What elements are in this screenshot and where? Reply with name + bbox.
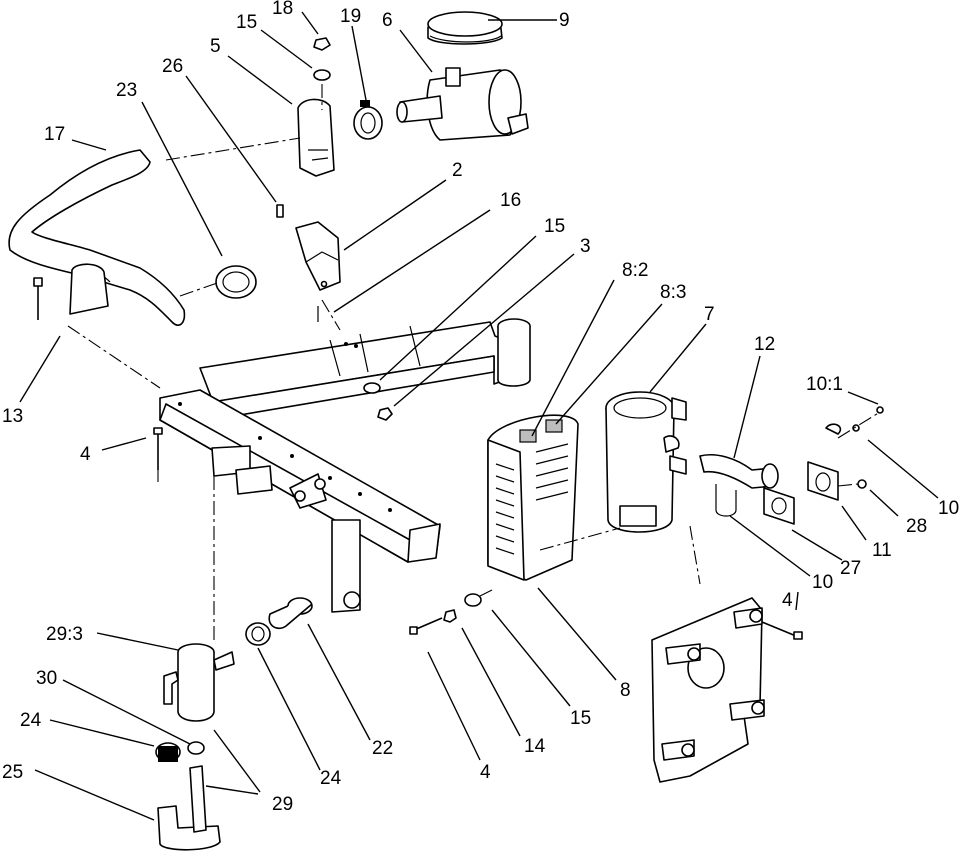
- frame-crossbar: [199, 318, 531, 419]
- callout-8-3: 8:3: [660, 282, 686, 303]
- hose-22: [268, 597, 313, 630]
- callout-labels: 18 15 19 6 9 5 26 23 17 2 16 15 3 8:2 8:…: [2, 0, 959, 815]
- callout-19: 19: [340, 6, 361, 27]
- muffler: [605, 391, 687, 533]
- callout-11: 11: [872, 540, 892, 561]
- callout-8: 8: [620, 680, 631, 701]
- callout-15: 15: [236, 12, 257, 33]
- washer-nut-top: [313, 37, 331, 81]
- washer-nut-15-3: [363, 382, 393, 421]
- frame-holes: [178, 342, 392, 512]
- callout-26: 26: [162, 56, 183, 77]
- callout-4-a: 4: [80, 444, 91, 465]
- callout-29-3: 29:3: [46, 624, 83, 645]
- bolt-washer-set: [409, 593, 482, 635]
- hose-clamp-23: [215, 265, 257, 299]
- callout-3: 3: [580, 236, 591, 257]
- callout-9: 9: [559, 10, 570, 31]
- callout-25: 25: [2, 762, 23, 783]
- exhaust-pipe: [699, 454, 779, 517]
- callout-23: 23: [116, 80, 137, 101]
- callout-13: 13: [2, 406, 23, 427]
- clamp-30: [187, 741, 205, 755]
- callout-5: 5: [210, 36, 221, 57]
- callout-10-1: 10:1: [806, 374, 843, 395]
- clamp-24-top: [245, 622, 271, 646]
- air-cleaner-body: [396, 67, 529, 141]
- callout-10-a: 10: [938, 498, 959, 519]
- callout-14: 14: [524, 736, 546, 757]
- intake-hose: [8, 149, 186, 326]
- assembly-centerlines: [67, 84, 881, 640]
- callout-15-c: 15: [570, 708, 591, 729]
- callout-30: 30: [36, 668, 57, 689]
- hose-clamp: [353, 100, 383, 140]
- callout-24-a: 24: [20, 710, 42, 731]
- air-cleaner-bracket: [297, 98, 335, 177]
- frame-rail: [159, 389, 441, 613]
- callout-17: 17: [44, 124, 65, 145]
- hose-25: [157, 765, 221, 851]
- leader-lines: [19, 11, 939, 821]
- fuel-filter: [163, 643, 235, 722]
- callout-18: 18: [272, 0, 293, 19]
- callout-27: 27: [840, 558, 861, 579]
- air-cleaner-cap: [427, 11, 503, 45]
- callout-7: 7: [704, 304, 715, 325]
- exhaust-gasket-flange: [763, 461, 867, 525]
- spring-clip-10-1: [825, 406, 884, 435]
- callout-29: 29: [272, 794, 293, 815]
- callout-4-c: 4: [480, 762, 491, 783]
- clamp-24-bottom: [155, 742, 181, 762]
- callout-24-b: 24: [320, 768, 342, 789]
- muffler-guard: [487, 414, 579, 581]
- callout-4-b: 4: [782, 590, 793, 611]
- callout-22: 22: [372, 738, 393, 759]
- callout-16: 16: [500, 190, 521, 211]
- callout-10-b: 10: [812, 572, 833, 593]
- callout-6: 6: [382, 10, 393, 31]
- callout-15-b: 15: [544, 216, 565, 237]
- callout-28: 28: [906, 516, 927, 537]
- callout-2: 2: [452, 160, 463, 181]
- bolt-13: [33, 277, 43, 320]
- bolt-4-right: [761, 621, 803, 640]
- mount-bracket: [276, 204, 341, 322]
- callout-8-2: 8:2: [622, 260, 648, 281]
- callout-12: 12: [754, 334, 775, 355]
- bolt-4-left: [153, 427, 163, 470]
- engine-mount-plate: [651, 597, 765, 783]
